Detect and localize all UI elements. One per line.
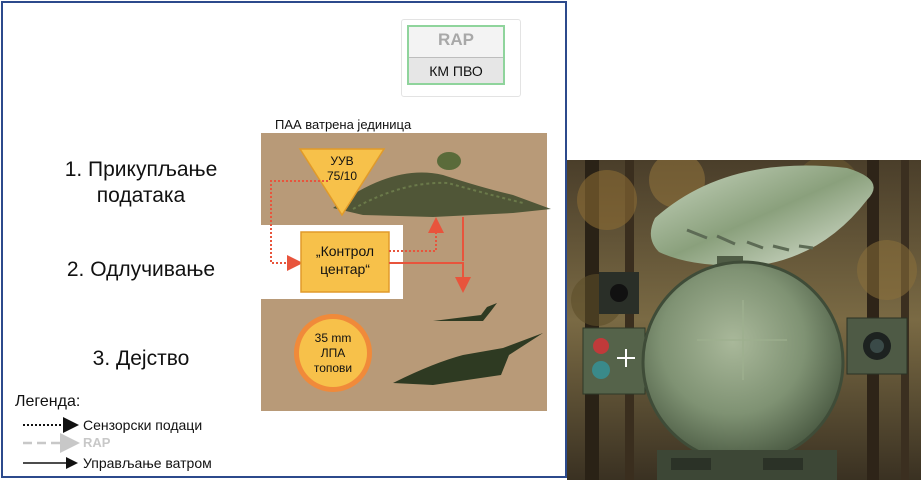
flow-diagram: УУВ 75/10 „Контрол центар“ 35 mm ЛПА топ…: [23, 133, 551, 469]
fire-control-arrow: [389, 262, 471, 293]
sensor-flow-arrow: [270, 180, 328, 271]
rap-title: RAP: [438, 30, 474, 49]
radar-dish-figure: [437, 152, 461, 170]
camouflage-net: [333, 172, 551, 217]
sensor-line-2: 75/10: [327, 169, 357, 183]
rap-card-frame: [401, 19, 521, 97]
control-line-2: центар“: [320, 261, 370, 277]
step-1-line-1: 1. Прикупљање: [64, 158, 218, 181]
step-3-label: 3. Дејство: [92, 347, 190, 370]
guns-circle-inner: [299, 319, 367, 387]
gun-silhouette-1: [433, 303, 497, 321]
unit-label: ПАА ватрена јединица: [275, 117, 412, 132]
legend-sensor-label: Сензорски подаци: [83, 417, 203, 433]
sensor-line-1: УУВ: [330, 154, 353, 168]
gun-silhouette-2: [393, 333, 543, 385]
step-1-line-2: података: [96, 184, 186, 207]
legend-title: Легенда:: [15, 393, 81, 410]
guns-line-1: 35 mm: [315, 331, 352, 345]
control-line-1: „Контрол: [316, 243, 374, 259]
sensor-triangle: [298, 148, 386, 217]
guns-line-2: ЛПА: [321, 346, 346, 360]
step-2-label: 2. Одлучивање: [66, 258, 216, 281]
radar-system-photo: [567, 160, 921, 480]
guns-line-3: топови: [314, 361, 352, 375]
diagram-panel: RAP КМ ПВО ПАА ватрена јединица 1. Прику…: [1, 1, 567, 478]
legend-fire-label: Управљање ватром: [83, 455, 212, 471]
rap-card: RAP КМ ПВО: [407, 25, 505, 85]
rap-subtitle: КМ ПВО: [409, 57, 503, 83]
legend-rap-label: RAP: [83, 435, 111, 450]
